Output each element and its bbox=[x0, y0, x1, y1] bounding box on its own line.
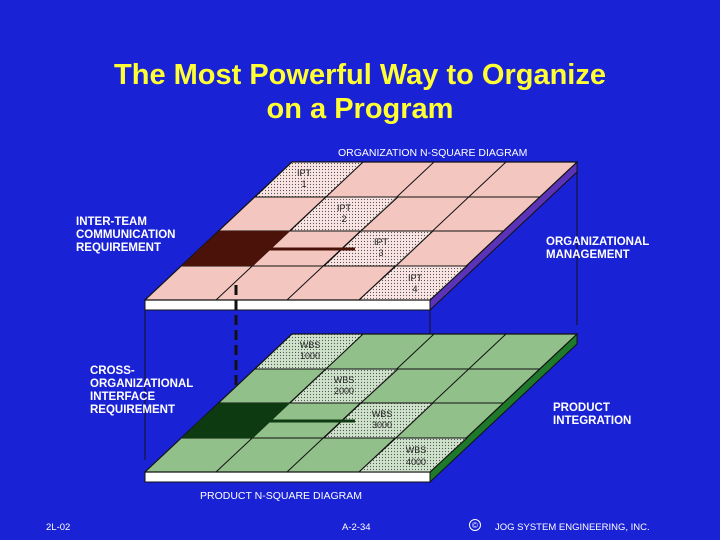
wbs-3000-number: 3000 bbox=[372, 420, 392, 430]
wbs-4000-cell bbox=[357, 437, 469, 473]
wbs-1000-number: 1000 bbox=[300, 351, 320, 361]
slide-title: The Most Powerful Way to Organize on a P… bbox=[0, 58, 720, 126]
organizational-management-label: ORGANIZATIONAL MANAGEMENT bbox=[546, 236, 650, 261]
product-plane-front-edge bbox=[144, 471, 431, 483]
organization-plane: IPT 1 IPT 2 IPT 3 IPT 4 bbox=[143, 160, 579, 312]
wbs-1000-label: WBS bbox=[300, 340, 321, 350]
product-integration-label: PRODUCT INTEGRATION bbox=[553, 402, 632, 427]
organization-plane-front-edge bbox=[144, 299, 431, 311]
ipt-4-cell bbox=[357, 265, 469, 301]
copyright-icon: © bbox=[469, 519, 481, 531]
wbs-2000-number: 2000 bbox=[334, 386, 354, 396]
ipt-4-label: IPT bbox=[408, 273, 423, 283]
product-plane: WBS 1000 WBS 2000 WBS 3000 WBS 4000 bbox=[143, 332, 579, 484]
ipt-4-number: 4 bbox=[412, 284, 417, 294]
company-name: JOG SYSTEM ENGINEERING, INC. bbox=[495, 522, 650, 533]
organization-diagram-caption: ORGANIZATION N-SQUARE DIAGRAM bbox=[338, 147, 528, 159]
ipt-3-number: 3 bbox=[378, 248, 383, 258]
wbs-4000-number: 4000 bbox=[406, 457, 426, 467]
cross-organizational-interface-label: CROSS- ORGANIZATIONAL INTERFACE REQUIREM… bbox=[90, 365, 194, 416]
page-number: A-2-34 bbox=[342, 522, 371, 533]
slide-code: 2L-02 bbox=[46, 522, 71, 533]
ipt-3-label: IPT bbox=[374, 237, 389, 247]
ipt-2-number: 2 bbox=[341, 214, 346, 224]
product-diagram-caption: PRODUCT N-SQUARE DIAGRAM bbox=[200, 490, 362, 502]
ipt-1-number: 1 bbox=[301, 179, 306, 189]
wbs-3000-label: WBS bbox=[372, 409, 393, 419]
ipt-1-label: IPT bbox=[297, 168, 312, 178]
cross-organizational-interface-block-left bbox=[182, 407, 215, 438]
title-line-1: The Most Powerful Way to Organize bbox=[114, 59, 606, 91]
inter-team-communication-block-left bbox=[182, 235, 215, 266]
title-line-2: on a Program bbox=[266, 93, 454, 125]
wbs-4000-label: WBS bbox=[406, 445, 427, 455]
ipt-2-label: IPT bbox=[337, 203, 352, 213]
wbs-2000-label: WBS bbox=[334, 375, 355, 385]
inter-team-communication-label: INTER-TEAM COMMUNICATION REQUIREMENT bbox=[76, 216, 176, 254]
